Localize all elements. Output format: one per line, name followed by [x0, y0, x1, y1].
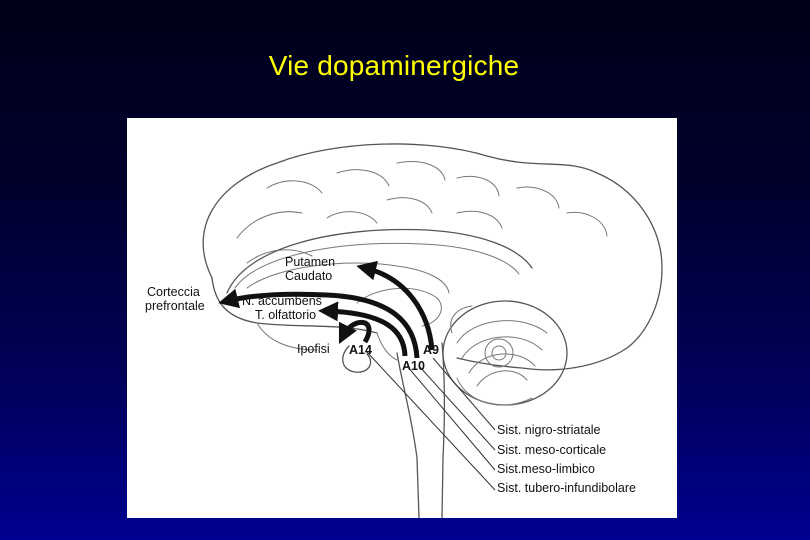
lateral-ventricle [246, 262, 450, 294]
label-olfattorio: T. olfattorio [255, 308, 316, 322]
nigrostriatal-pathway [356, 260, 435, 351]
temporal-lobe [256, 322, 398, 361]
leader-nigro [432, 357, 496, 431]
brainstem-back [441, 342, 446, 518]
brainstem [396, 352, 420, 518]
figure-panel: Putamen Caudato Corteccia prefrontale N.… [127, 118, 677, 518]
system-mesocorticale: Sist. meso-corticale [497, 443, 606, 457]
system-nigrostriatale: Sist. nigro-striatale [497, 423, 601, 437]
leader-tubero [366, 351, 496, 491]
brain-diagram: Putamen Caudato Corteccia prefrontale N.… [145, 143, 663, 518]
label-a14: A14 [349, 343, 372, 357]
corpus-callosum-inner [234, 242, 520, 289]
mesolimbic-pathway [318, 301, 408, 357]
label-accumbens: N. accumbens [242, 294, 322, 308]
corpus-callosum [226, 228, 533, 294]
leader-meso-limb [406, 365, 496, 471]
brain-outline [202, 143, 663, 371]
leader-meso-cort [418, 365, 496, 451]
label-corteccia: Corteccia [147, 285, 200, 299]
label-caudato: Caudato [285, 269, 332, 283]
tuberoinfundibular-pathway [338, 319, 372, 345]
label-putamen: Putamen [285, 255, 335, 269]
label-ipofisi: Ipofisi [297, 342, 330, 356]
thalamus [356, 287, 442, 327]
label-prefrontale: prefrontale [145, 299, 205, 313]
pituitary [342, 345, 372, 373]
mesocortical-pathway [218, 288, 420, 359]
gyri-folds [236, 161, 608, 264]
system-tuberoinfundibolare: Sist. tubero-infundibolare [497, 481, 636, 495]
cerebellum [442, 300, 568, 406]
label-a10: A10 [402, 359, 425, 373]
label-a9: A9 [423, 343, 439, 357]
slide-title: Vie dopaminergiche [268, 50, 520, 81]
system-mesolimbico: Sist.meso-limbico [497, 462, 595, 476]
